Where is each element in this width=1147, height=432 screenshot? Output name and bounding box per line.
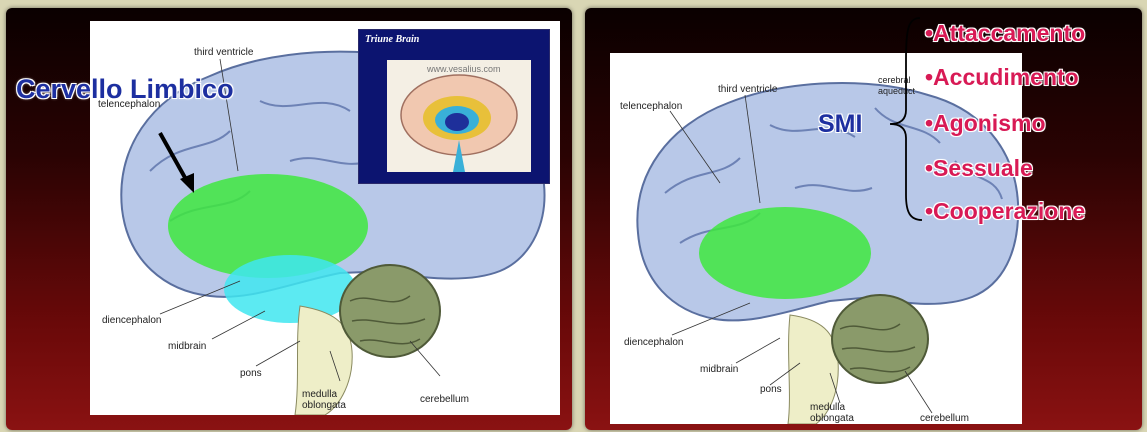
label-diencephalon-right: diencephalon	[624, 337, 684, 348]
system-item-2: •Accudimento	[925, 64, 1079, 91]
label-third-ventricle: third ventricle	[194, 47, 253, 58]
system-item-4: •Sessuale	[925, 155, 1033, 182]
system-item-1: •Attaccamento	[925, 20, 1085, 47]
label-medulla: medulla oblongata	[302, 389, 346, 411]
right-brain-figure: third ventricle telencephalon cerebral a…	[610, 53, 1022, 424]
system-item-5: •Cooperazione	[925, 198, 1085, 225]
limbic-brain-title: Cervello Limbico	[16, 74, 234, 105]
smi-label: SMI	[818, 110, 862, 139]
diencephalon-highlight	[224, 255, 356, 323]
inset-watermark: www.vesalius.com	[427, 64, 501, 74]
label-cerebral-aqueduct: cerebral aqueduct	[878, 75, 915, 97]
label-cerebellum: cerebellum	[420, 394, 469, 405]
inset-title: Triune Brain	[365, 34, 419, 45]
inset-brain-drawing	[387, 60, 531, 172]
label-medulla-right: medulla oblongata	[810, 402, 854, 424]
system-item-3: •Agonismo	[925, 110, 1046, 137]
triune-brain-inset: Triune Brain www.vesalius.com	[358, 29, 550, 184]
label-midbrain-right: midbrain	[700, 364, 738, 375]
label-pons: pons	[240, 368, 262, 379]
left-slide-panel: third ventricle telencephalon diencephal…	[6, 8, 572, 430]
label-pons-right: pons	[760, 384, 782, 395]
label-midbrain: midbrain	[168, 341, 206, 352]
cerebellum-shape-right	[832, 295, 928, 383]
label-diencephalon: diencephalon	[102, 315, 162, 326]
label-telencephalon-right: telencephalon	[620, 101, 682, 112]
limbic-highlight-right	[699, 207, 871, 299]
label-cerebellum-right: cerebellum	[920, 413, 969, 424]
inset-brain-image: www.vesalius.com	[387, 60, 531, 172]
label-third-ventricle-right: third ventricle	[718, 84, 777, 95]
